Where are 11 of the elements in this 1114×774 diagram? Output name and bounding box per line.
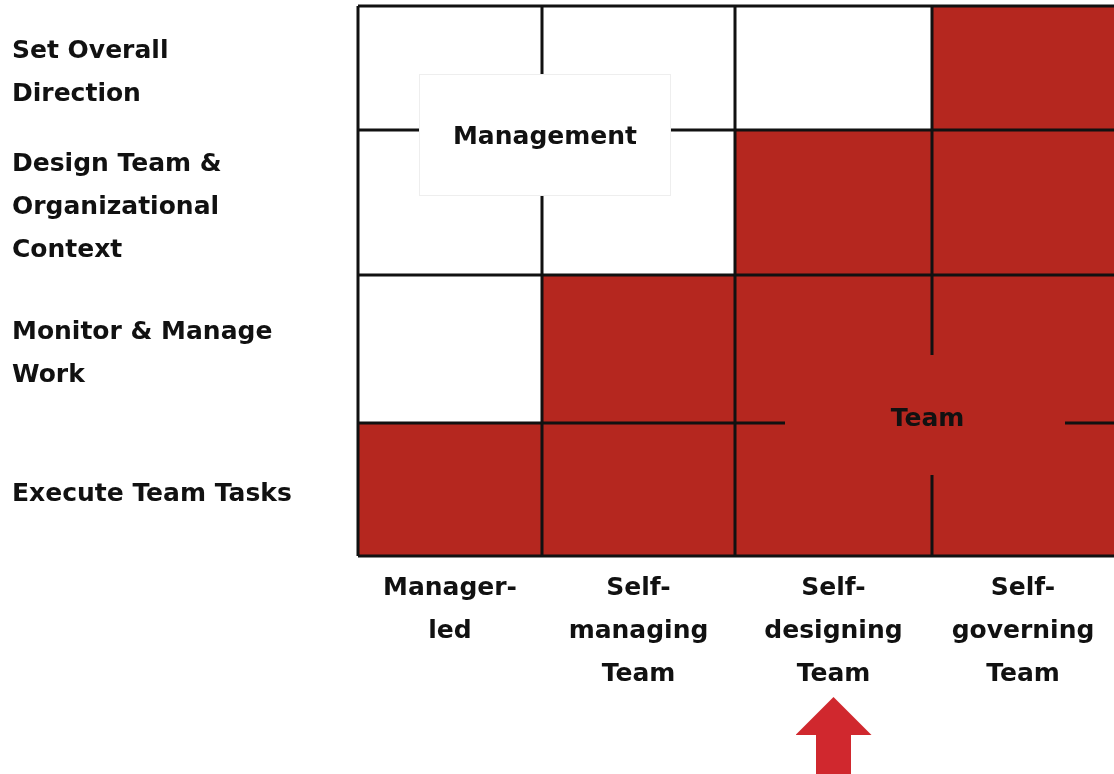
column-label: Self- managing Team — [567, 571, 710, 689]
column-label: Manager- led — [382, 571, 518, 646]
block-arrow — [795, 697, 872, 774]
row-label: Design Team & Organizational Context — [12, 147, 223, 265]
region-label: Team — [889, 402, 966, 434]
column-label: Self- designing Team — [735, 565, 932, 693]
row-label: Execute Team Tasks — [12, 477, 293, 509]
management-label-box: Management — [420, 75, 670, 195]
row-label: Monitor & Manage Work — [12, 315, 274, 390]
column-label: Self- governing Team — [950, 571, 1096, 689]
row-label: Set Overall Direction — [12, 34, 170, 109]
